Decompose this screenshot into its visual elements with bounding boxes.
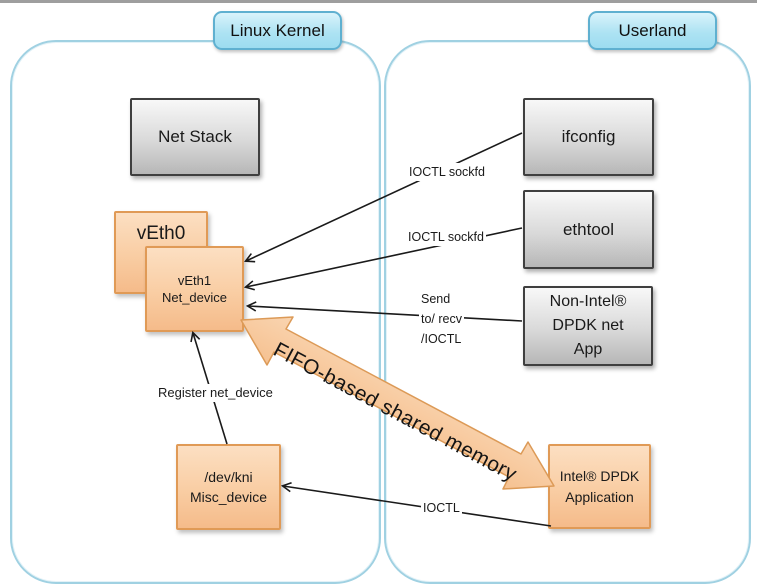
ethtool-label: ethtool [562,219,615,239]
ioctl-label: IOCTL [421,499,462,517]
arrow-ifconfig-to-veth1 [246,132,523,261]
ioctl-sockfd-label-1: IOCTL sockfd [407,163,487,181]
ifconfig-label: ifconfig [561,127,616,146]
send-recv-ioctl-line2: to/ recv [421,312,462,326]
veth1-label-line2: Net_device [161,290,228,305]
dev-kni-label-line1: /dev/kni [204,469,253,485]
ifconfig-node: ifconfig [523,98,654,176]
arrow-nonintel-app-to-veth1 [248,306,523,322]
ioctl-sockfd-label-2: IOCTL sockfd [406,228,486,246]
intel-dpdk-application-node: Intel® DPDK Application [548,444,651,529]
net-stack-node: Net Stack [130,98,260,176]
linux-kernel-region-label-text: Linux Kernel [230,20,325,40]
intel-app-line2: Application [565,488,634,505]
non-intel-app-line1: Non-Intel® [549,293,627,310]
non-intel-app-line2: DPDK net [552,317,624,334]
arrow-intel-app-to-devkni [283,486,552,527]
linux-kernel-region-label: Linux Kernel [213,11,342,50]
veth1-label-line1: vEth1 [177,273,212,288]
non-intel-dpdk-app-node: Non-Intel® DPDK net App [523,286,653,366]
fifo-shared-memory-arrow [240,316,555,490]
net-stack-label: Net Stack [158,127,232,146]
userland-region-label-text: Userland [618,20,687,40]
veth1-node: vEth1 Net_device [145,246,244,332]
send-recv-ioctl-line3: /IOCTL [421,332,462,346]
dev-kni-label-line2: Misc_device [189,489,268,505]
ethtool-node: ethtool [523,190,654,269]
non-intel-app-line3: App [573,341,603,358]
userland-region-label: Userland [588,11,717,50]
intel-app-line1: Intel® DPDK [559,467,640,484]
top-edge-bar [0,0,757,3]
register-net-device-label: Register net_device [156,384,275,402]
send-recv-ioctl-label: Send to/ recv /IOCTL [419,288,464,350]
dev-kni-node: /dev/kni Misc_device [176,444,281,530]
send-recv-ioctl-line1: Send [421,292,451,306]
fifo-shared-memory-label: FIFO-based shared memory [270,338,521,486]
veth0-label: vEth0 [136,223,186,244]
